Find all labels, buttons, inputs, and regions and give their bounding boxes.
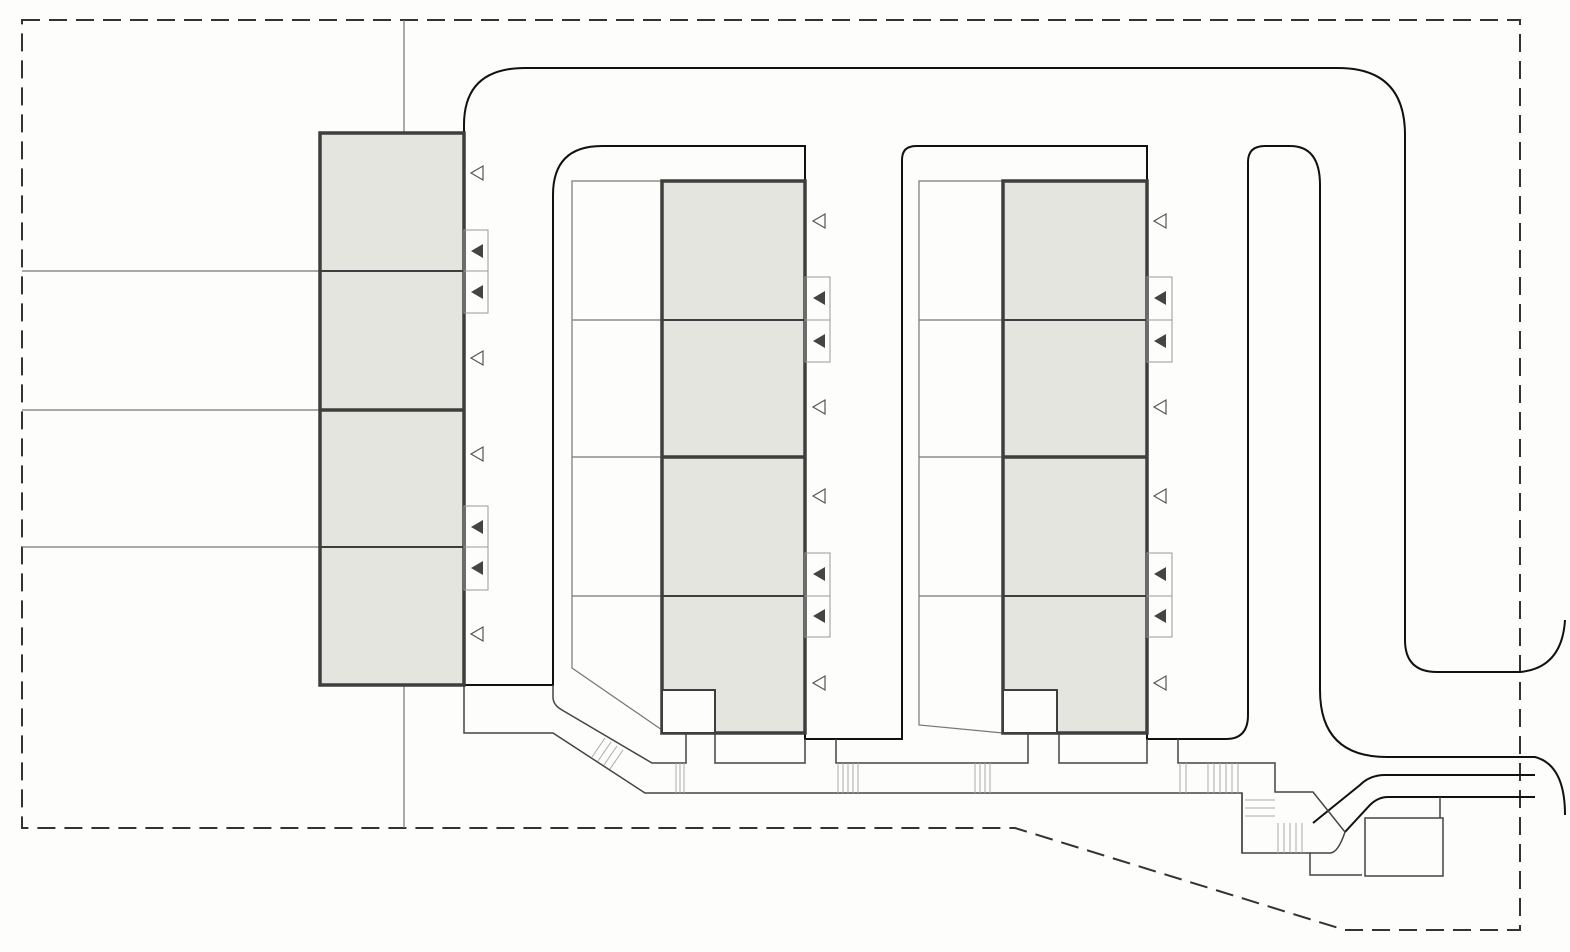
access-road — [463, 67, 1566, 833]
entrance-marker-icon — [813, 609, 825, 623]
entrance-marker-icon — [1154, 567, 1166, 581]
entrance-marker-icon — [469, 625, 484, 643]
entrance-marker-icon — [471, 520, 483, 534]
entrance-marker-icon — [811, 212, 826, 230]
building-west — [318, 131, 489, 687]
entrance-marker-icon — [813, 291, 825, 305]
entrance-marker-icon — [811, 674, 826, 692]
entrance-marker-icon — [813, 334, 825, 348]
entrance-marker-icon — [1154, 291, 1166, 305]
entrance-marker-icon — [1154, 334, 1166, 348]
entrance-marker-icon — [471, 561, 483, 575]
entrance-marker-icon — [469, 349, 484, 367]
property-lines — [22, 20, 405, 828]
entrance-marker-icon — [1152, 398, 1167, 416]
site-boundary — [21, 19, 1521, 931]
stairs — [591, 737, 1303, 853]
entrance-marker-icon — [471, 285, 483, 299]
entrance-marker-icon — [1152, 487, 1167, 505]
entrance-marker-icon — [469, 164, 484, 182]
walkways — [463, 685, 1444, 877]
entrance-marker-icon — [469, 445, 484, 463]
entrance-marker-icon — [1154, 609, 1166, 623]
entrance-marker-icon — [813, 567, 825, 581]
entrance-marker-icon — [811, 398, 826, 416]
entrance-marker-icon — [1152, 212, 1167, 230]
entrance-marker-icon — [811, 487, 826, 505]
entrance-marker-icon — [1152, 674, 1167, 692]
rear-gardens — [571, 180, 1004, 734]
building-east — [1001, 179, 1173, 735]
entrance-marker-icon — [471, 244, 483, 258]
building-middle — [660, 179, 831, 735]
